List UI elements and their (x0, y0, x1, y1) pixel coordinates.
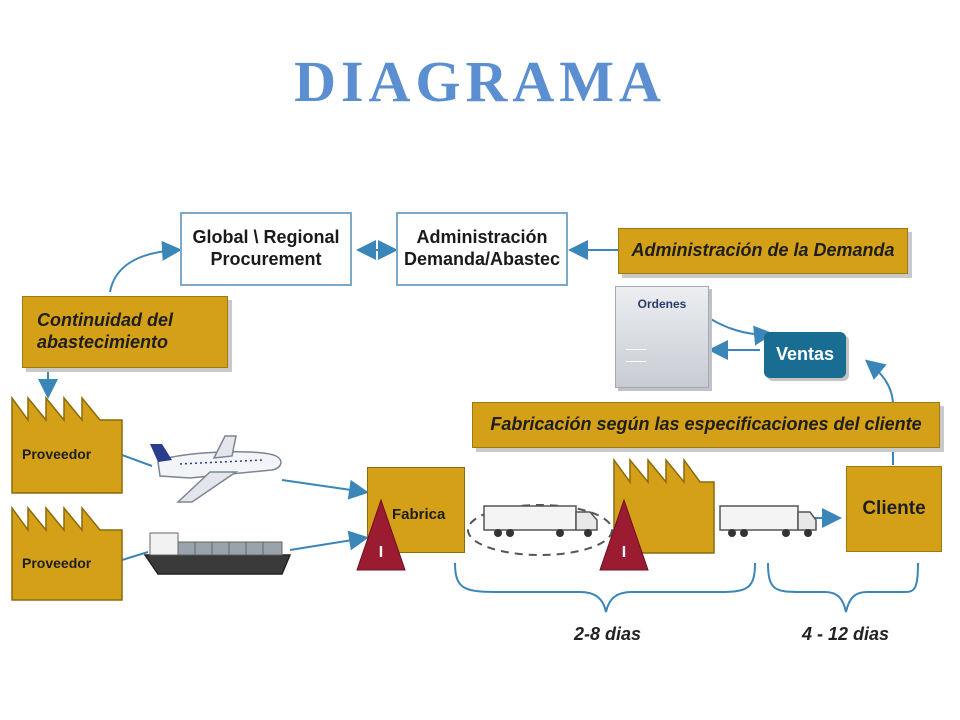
inventory-2-icon (599, 498, 649, 571)
truck-loop (467, 504, 613, 556)
brace-2-8 (454, 562, 756, 613)
inventory-1-label: I (378, 544, 384, 561)
procurement-box: Global \ Regional Procurement (180, 212, 352, 286)
inventory-1-icon (356, 498, 406, 571)
cliente-box: Cliente (846, 466, 942, 552)
page-title: DIAGRAMA (294, 49, 666, 114)
administracion-box: Administración Demanda/Abastec (396, 212, 568, 286)
arrow-plane-fabrica (281, 479, 369, 500)
factory-proveedor-1-icon (11, 395, 123, 494)
range-2-8-label: 2-8 dias (574, 624, 642, 644)
ordenes-label: Ordenes (637, 297, 687, 311)
line-proveedor-ship (121, 551, 149, 561)
factory-proveedor-2-icon (11, 505, 123, 601)
line-proveedor-plane (121, 454, 153, 467)
proveedor-1-label: Proveedor (22, 446, 92, 462)
truck-2-icon (719, 505, 817, 537)
brace-4-12 (767, 562, 919, 613)
inventory-2-label: I (621, 544, 627, 561)
factory-middle-icon (613, 457, 715, 554)
airplane-icon (150, 435, 282, 503)
ventas-box: Ventas (764, 332, 846, 378)
range-4-12-label: 4 - 12 dias (802, 624, 890, 644)
ordenes-line (626, 349, 646, 350)
truck-1-icon (483, 505, 598, 537)
fabricacion-box: Fabricación según las especificaciones d… (472, 402, 940, 448)
arrow-continuidad-procurement (109, 240, 182, 293)
demanda-box: Administración de la Demanda (618, 228, 908, 274)
proveedor-2-label: Proveedor (22, 555, 92, 571)
ordenes-document: Ordenes (615, 286, 709, 388)
arrow-ship-fabrica (289, 530, 369, 551)
continuidad-box: Continuidad del abastecimiento (22, 296, 228, 368)
ordenes-line (626, 361, 646, 362)
ship-icon (143, 532, 292, 575)
